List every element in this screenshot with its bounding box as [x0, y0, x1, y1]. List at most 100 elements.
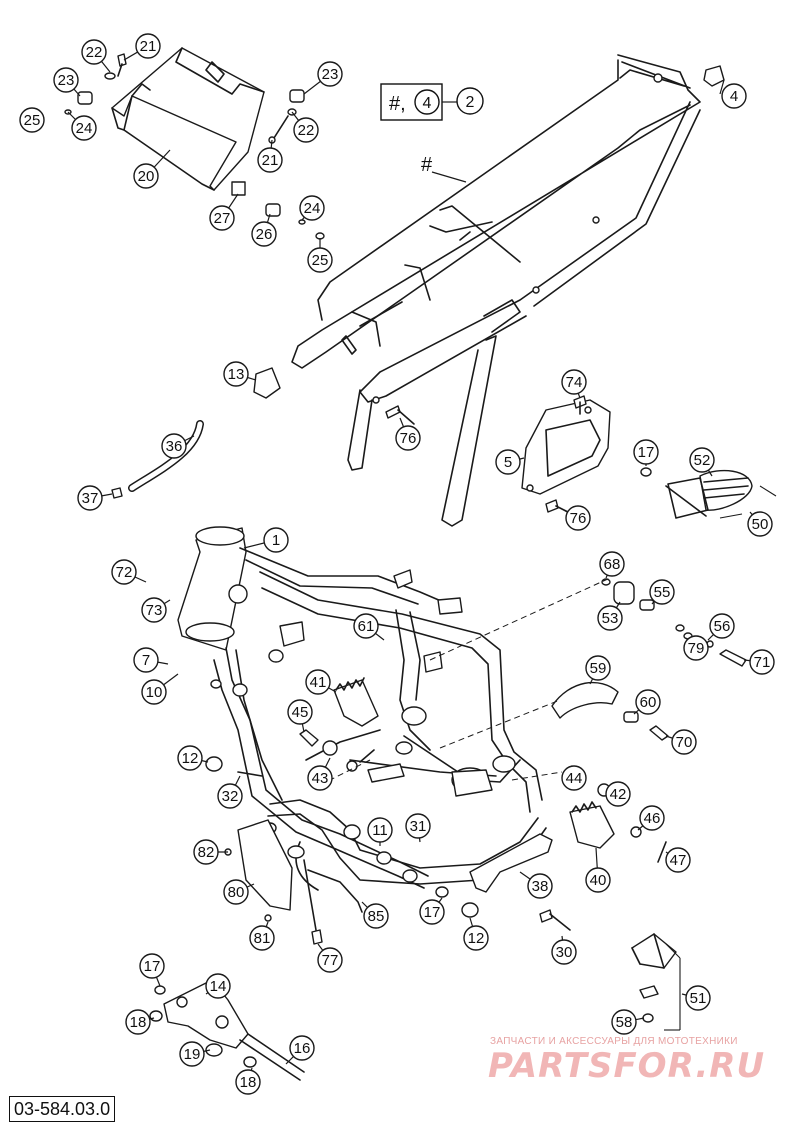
- callout-13: 13: [223, 361, 257, 387]
- callout-1: 1: [243, 527, 289, 553]
- svg-text:1: 1: [272, 532, 280, 549]
- callout-19: 19: [179, 1041, 211, 1067]
- callout-56: 56: [707, 613, 735, 641]
- svg-text:17: 17: [638, 444, 655, 461]
- sidestand-bracket-14: [149, 979, 305, 1081]
- bushing-60: [623, 711, 639, 723]
- svg-text:60: 60: [640, 694, 657, 711]
- svg-text:38: 38: [532, 878, 549, 895]
- callout-25: 25: [19, 107, 45, 133]
- callout-45: 45: [287, 699, 313, 733]
- callout-14: 14: [205, 973, 231, 999]
- svg-text:16: 16: [294, 1040, 311, 1057]
- svg-text:45: 45: [292, 704, 309, 721]
- svg-text:17: 17: [144, 958, 161, 975]
- group-box: #, 4 2: [380, 83, 484, 121]
- callout-77: 77: [317, 943, 343, 973]
- callout-4: 4: [721, 83, 747, 109]
- callout-30: 30: [551, 935, 577, 965]
- svg-text:44: 44: [566, 770, 583, 787]
- svg-text:19: 19: [184, 1046, 201, 1063]
- callout-23: 23: [53, 67, 81, 97]
- subframe-hash-mark: #: [421, 154, 433, 176]
- svg-text:25: 25: [312, 252, 329, 269]
- svg-text:81: 81: [254, 930, 271, 947]
- svg-text:70: 70: [676, 734, 693, 751]
- svg-text:21: 21: [140, 38, 157, 55]
- callout-58: 58: [611, 1009, 645, 1035]
- callout-36: 36: [161, 433, 195, 459]
- axis-line-lower: [511, 771, 563, 781]
- callout-37: 37: [77, 485, 113, 511]
- svg-text:27: 27: [214, 210, 231, 227]
- svg-text:26: 26: [256, 226, 273, 243]
- axis-line-middle: [439, 699, 561, 749]
- svg-text:12: 12: [468, 930, 485, 947]
- svg-text:24: 24: [76, 120, 93, 137]
- callout-24: 24: [299, 195, 325, 221]
- callout-40: 40: [585, 847, 611, 893]
- callout-21: 21: [123, 33, 161, 61]
- callout-38: 38: [519, 871, 553, 899]
- callout-76: 76: [395, 417, 421, 451]
- callout-23: 23: [303, 61, 343, 95]
- callout-42: 42: [605, 781, 631, 807]
- svg-text:50: 50: [752, 516, 769, 533]
- box-fasteners: [64, 53, 325, 240]
- clip-37: [111, 487, 123, 499]
- svg-text:7: 7: [142, 652, 150, 669]
- rear-subframe: [291, 54, 701, 527]
- svg-text:20: 20: [138, 168, 155, 185]
- bolt-76b: [545, 499, 559, 513]
- svg-text:17: 17: [424, 904, 441, 921]
- svg-text:23: 23: [58, 72, 75, 89]
- brake-pedal-38: [469, 833, 553, 893]
- callout-70: 70: [665, 729, 697, 755]
- callout-82: 82: [193, 839, 228, 865]
- catalog-code: 03-584.03.0: [9, 1096, 116, 1122]
- callout-25: 25: [307, 238, 333, 273]
- callout-74: 74: [561, 369, 587, 399]
- callout-71: 71: [743, 649, 775, 675]
- callout-44: 44: [561, 765, 587, 791]
- rubber-13: [253, 367, 281, 399]
- svg-text:21: 21: [262, 152, 279, 169]
- svg-text:77: 77: [322, 952, 339, 969]
- callout-79: 79: [683, 635, 709, 661]
- callout-52: 52: [689, 447, 715, 477]
- svg-text:42: 42: [610, 786, 627, 803]
- callout-21: 21: [257, 139, 283, 173]
- svg-text:61: 61: [358, 618, 375, 635]
- callout-47: 47: [665, 847, 691, 873]
- svg-text:80: 80: [228, 884, 245, 901]
- svg-text:10: 10: [146, 684, 163, 701]
- callout-17: 17: [419, 897, 445, 925]
- svg-text:23: 23: [322, 66, 339, 83]
- callout-61: 61: [353, 613, 385, 641]
- svg-text:68: 68: [604, 556, 621, 573]
- callout-72: 72: [111, 559, 147, 585]
- svg-text:56: 56: [714, 618, 731, 635]
- cap-4: [703, 65, 725, 87]
- svg-text:36: 36: [166, 438, 183, 455]
- callout-73: 73: [141, 597, 171, 623]
- bolt-30: [539, 909, 553, 923]
- svg-text:18: 18: [240, 1074, 257, 1091]
- svg-text:52: 52: [694, 452, 711, 469]
- callout-26: 26: [251, 213, 277, 247]
- svg-text:14: 14: [210, 978, 227, 995]
- svg-text:76: 76: [570, 510, 587, 527]
- callout-17: 17: [633, 439, 659, 466]
- svg-text:13: 13: [228, 366, 245, 383]
- svg-text:12: 12: [182, 750, 199, 767]
- main-frame-1: [177, 526, 547, 913]
- svg-text:31: 31: [410, 818, 427, 835]
- watermark-logo: PARTSFOR.RU: [488, 1046, 766, 1086]
- callout-27: 27: [209, 193, 239, 231]
- callout-11: 11: [367, 817, 393, 846]
- swingarm-bushing-53: [601, 578, 747, 667]
- callout-32: 32: [217, 775, 243, 809]
- svg-text:40: 40: [590, 872, 607, 889]
- callout-51: 51: [681, 985, 711, 1011]
